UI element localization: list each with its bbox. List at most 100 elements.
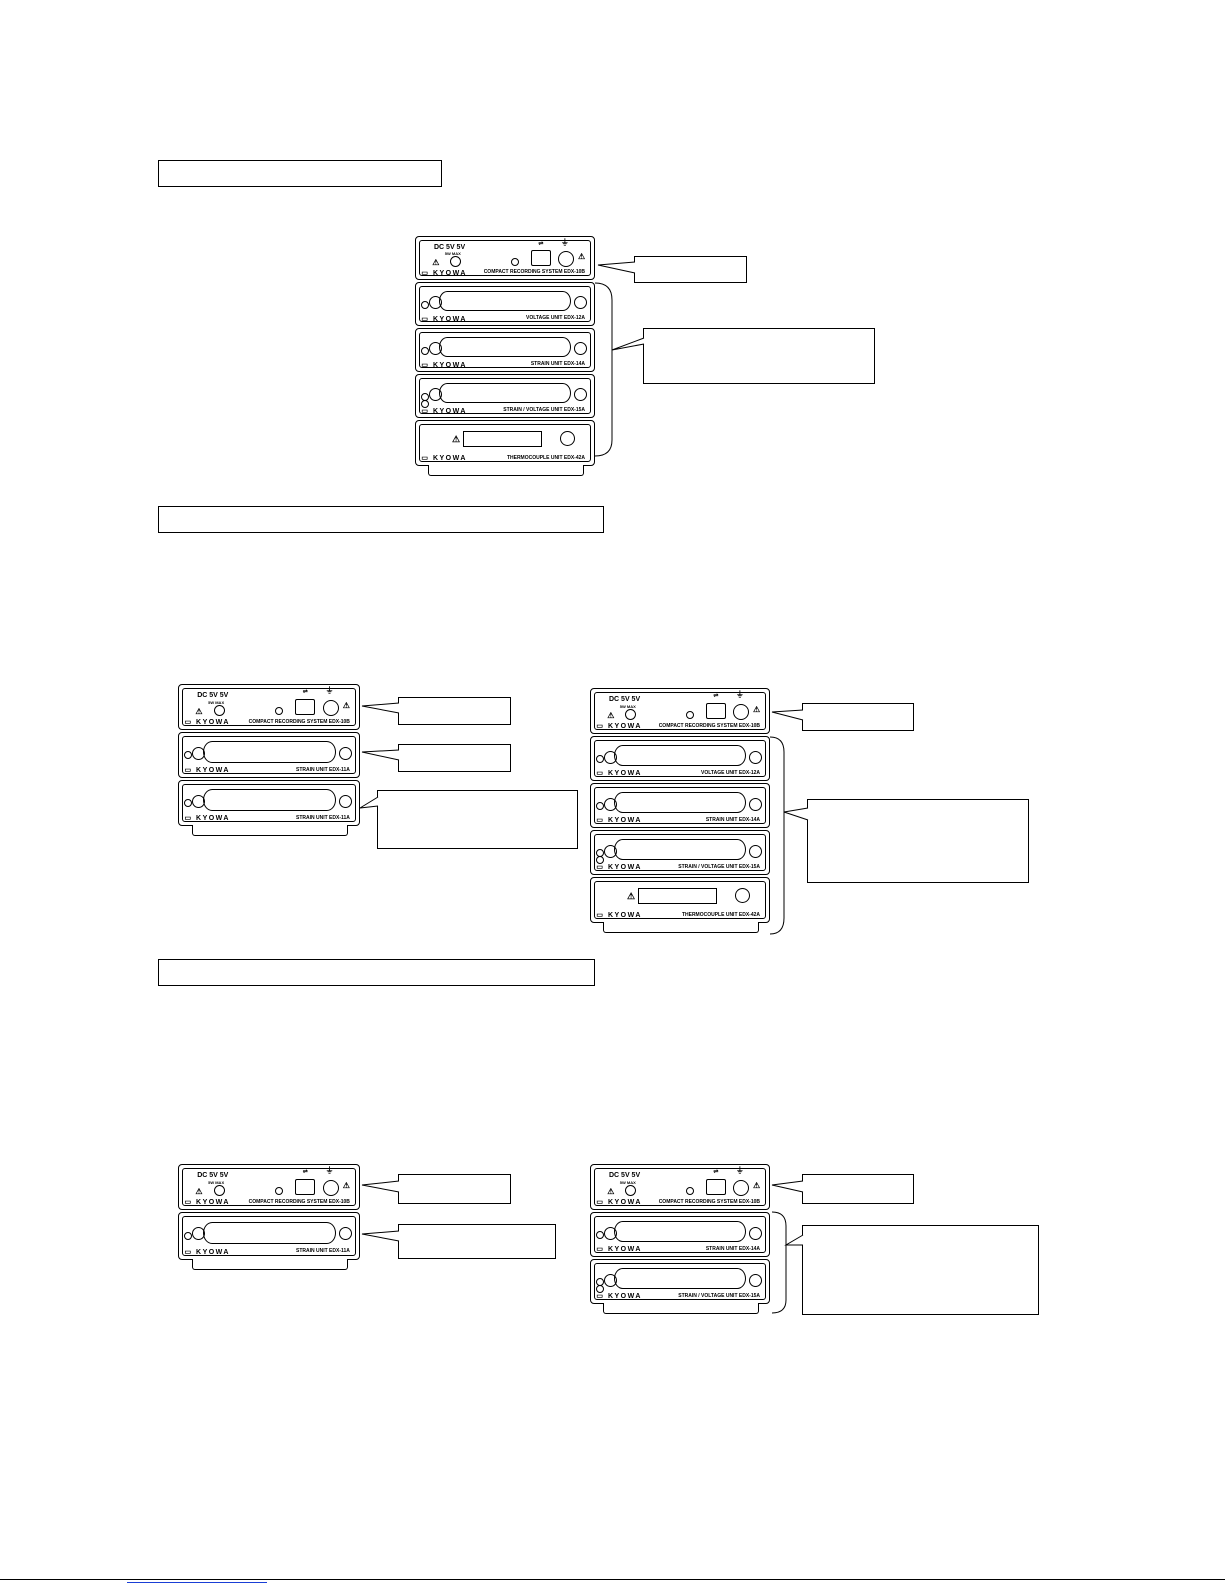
latch-icon xyxy=(596,856,604,865)
latch-icon xyxy=(421,300,429,309)
base-foot xyxy=(192,825,348,836)
brand-label: ▭ KYOWA xyxy=(421,455,467,463)
led-indicator-icon xyxy=(275,707,284,716)
power-label: DC 5V 5V xyxy=(609,1172,641,1180)
base-foot xyxy=(603,1303,759,1314)
dsub-connector-icon xyxy=(614,792,746,813)
ground-terminal-icon xyxy=(558,251,575,268)
usb-icon xyxy=(295,1178,316,1195)
unit-frame xyxy=(594,1168,766,1206)
latch-icon xyxy=(184,799,192,808)
power-sub-label: 5W MAX xyxy=(619,1179,636,1185)
model-label: STRAIN / VOLTAGE UNIT EDX-15A xyxy=(678,1293,760,1300)
power-jack-icon xyxy=(213,705,225,717)
ground-terminal-icon xyxy=(733,1179,750,1196)
brand-label: ▭ KYOWA xyxy=(596,1199,642,1207)
warning-triangle-icon: ⚠ xyxy=(195,1187,203,1196)
warning-triangle-icon: ⚠ xyxy=(753,704,761,714)
brand-label: ▭ KYOWA xyxy=(596,1246,642,1254)
brand-label: ▭ KYOWA xyxy=(421,361,467,369)
power-sub-label: 5W MAX xyxy=(444,250,461,256)
model-label: THERMOCOUPLE UNIT EDX-42A xyxy=(681,911,760,918)
model-label: COMPACT RECORDING SYSTEM EDX-10B xyxy=(248,1198,350,1205)
brand-label: ▭ KYOWA xyxy=(184,1199,230,1207)
model-label: COMPACT RECORDING SYSTEM EDX-10B xyxy=(483,269,585,276)
warning-triangle-icon: ⚠ xyxy=(342,700,350,710)
mount-screw-icon xyxy=(339,746,353,760)
unit-frame xyxy=(182,784,356,822)
power-jack-icon xyxy=(213,1185,225,1197)
brand-label: ▭ KYOWA xyxy=(596,912,642,920)
power-label: DC 5V 5V xyxy=(197,692,229,700)
brand-label: ▭ KYOWA xyxy=(596,770,642,778)
mount-screw-icon xyxy=(574,296,588,310)
brand-label: ▭ KYOWA xyxy=(421,407,467,415)
measurement-unit: ▭ KYOWA STRAIN UNIT EDX-11A xyxy=(178,780,360,826)
callout-fig1-units xyxy=(643,328,875,384)
brand-label: ▭ KYOWA xyxy=(184,815,230,823)
callout-fig2a-unit2 xyxy=(377,790,578,849)
mount-screw-icon xyxy=(574,388,588,402)
brand-label: ▭ KYOWA xyxy=(421,269,467,277)
dsub-connector-icon xyxy=(614,839,746,860)
unit-frame xyxy=(594,881,766,919)
latch-icon xyxy=(184,751,192,760)
led-indicator-icon xyxy=(686,1187,695,1196)
unit-frame xyxy=(594,787,766,824)
latch-icon xyxy=(596,1285,604,1294)
callout-fig3b-units xyxy=(802,1225,1039,1315)
model-label: STRAIN UNIT EDX-14A xyxy=(705,1246,760,1253)
model-label: COMPACT RECORDING SYSTEM EDX-10B xyxy=(248,718,350,725)
terminal-block-icon xyxy=(462,431,543,447)
dsub-connector-icon xyxy=(439,290,571,312)
latch-icon xyxy=(596,755,604,763)
base-foot xyxy=(428,465,584,476)
unit-frame xyxy=(594,1216,766,1253)
dsub-connector-icon xyxy=(202,741,336,763)
latch-icon xyxy=(421,346,429,355)
led-indicator-icon xyxy=(686,711,695,720)
mount-screw-icon xyxy=(749,1273,763,1287)
ground-symbol-icon: ⏚ xyxy=(325,1166,334,1176)
model-label: STRAIN UNIT EDX-11A xyxy=(296,814,350,821)
measurement-unit: ▭ KYOWA STRAIN UNIT EDX-14A xyxy=(590,1212,770,1257)
power-sub-label: 5W MAX xyxy=(208,699,225,705)
usb-icon xyxy=(295,698,316,715)
dsub-connector-icon xyxy=(614,1268,746,1289)
warning-triangle-icon: ⚠ xyxy=(195,707,203,716)
warning-triangle-icon: ⚠ xyxy=(432,258,440,267)
callout-fig1-controller xyxy=(634,256,747,283)
warning-triangle-icon: ⚠ xyxy=(753,1180,761,1190)
brand-label: ▭ KYOWA xyxy=(184,767,230,775)
brand-label: ▭ KYOWA xyxy=(596,817,642,825)
power-sub-label: 5W MAX xyxy=(619,703,636,709)
dsub-connector-icon xyxy=(614,1221,746,1242)
unit-frame xyxy=(182,1216,356,1256)
ground-terminal-icon xyxy=(735,888,750,904)
unit-frame xyxy=(419,424,591,462)
mount-screw-icon xyxy=(749,750,763,764)
section-heading-2 xyxy=(158,506,604,533)
model-label: STRAIN / VOLTAGE UNIT EDX-15A xyxy=(678,864,760,871)
power-jack-icon xyxy=(625,709,637,721)
unit-frame xyxy=(182,1168,356,1206)
unit-frame xyxy=(182,736,356,774)
brand-label: ▭ KYOWA xyxy=(184,1248,230,1256)
footer-link-underline xyxy=(127,1582,267,1583)
usb-symbol-icon: ⇌ xyxy=(302,688,308,695)
usb-icon xyxy=(706,702,727,719)
power-jack-icon xyxy=(625,1185,637,1197)
base-foot xyxy=(603,922,759,933)
mount-screw-icon xyxy=(339,1227,353,1241)
unit-frame xyxy=(419,240,591,276)
unit-frame xyxy=(419,378,591,414)
